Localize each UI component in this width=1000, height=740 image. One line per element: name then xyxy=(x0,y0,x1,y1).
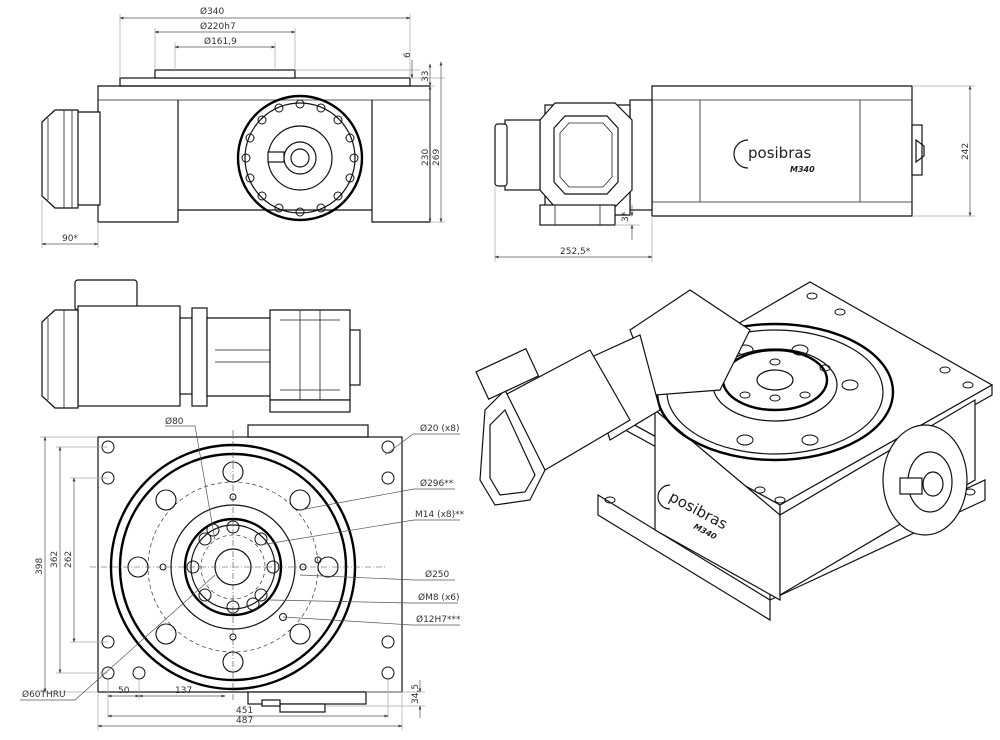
plan-dimensions: 398 362 262 50 137 451 487 34,5 Ø80 Ø20 … xyxy=(20,416,465,730)
dim-d220: Ø220h7 xyxy=(200,21,236,32)
side-logo: posibras M340 xyxy=(733,139,815,174)
dim-d60: Ø60THRU xyxy=(22,689,66,700)
inner-holes xyxy=(159,493,322,641)
dim-d12: Ø12H7*** xyxy=(416,614,461,625)
dim-h269: 269 xyxy=(432,149,442,166)
isometric-view: posibras M340 xyxy=(475,281,994,622)
dim-d161: Ø161,9 xyxy=(204,36,237,47)
dim-h230: 230 xyxy=(421,149,431,166)
dim-h398: 398 xyxy=(35,558,45,575)
dim-h242: 242 xyxy=(961,143,971,160)
dim-h345: 34,5 xyxy=(411,684,421,704)
dim-d20: Ø20 (x8) xyxy=(420,423,459,434)
dim-w252: 252,5* xyxy=(560,247,591,257)
gearbox xyxy=(494,99,653,226)
logo-brand: posibras xyxy=(748,144,812,162)
dim-w90: 90* xyxy=(62,234,78,244)
side-view: posibras M340 242 3* 252,5* xyxy=(494,85,975,262)
output-flange xyxy=(236,94,364,222)
plan-view: 398 362 262 50 137 451 487 34,5 Ø80 Ø20 … xyxy=(20,416,465,730)
dim-h33: 33 xyxy=(421,71,431,82)
side-dimensions: 242 3* 252,5* xyxy=(494,85,975,262)
dim-d296: Ø296** xyxy=(420,478,454,489)
dim-d80: Ø80 xyxy=(165,416,184,427)
dim-m8: ØM8 (x6) xyxy=(418,592,460,603)
dim-w137: 137 xyxy=(175,686,192,696)
dim-w487: 487 xyxy=(236,716,253,726)
front-view: Ø340 Ø220h7 Ø161,9 6 33 230 269 90* xyxy=(41,6,445,248)
dim-h362: 362 xyxy=(50,551,60,568)
dim-w50: 50 xyxy=(118,686,130,696)
m14-holes xyxy=(127,461,339,673)
dim-d250: Ø250 xyxy=(425,569,450,580)
motor xyxy=(41,109,101,209)
motor-top-view xyxy=(41,279,369,438)
dim-d340: Ø340 xyxy=(200,6,225,17)
dim-h262: 262 xyxy=(64,551,74,568)
dim-h3: 3* xyxy=(621,211,631,222)
dim-h6: 6 xyxy=(403,52,413,58)
dim-w451: 451 xyxy=(236,706,253,716)
dim-m14: M14 (x8)** xyxy=(415,510,465,520)
logo-model: M340 xyxy=(790,165,815,174)
front-dimensions: Ø340 Ø220h7 Ø161,9 6 33 230 269 90* xyxy=(41,6,445,248)
